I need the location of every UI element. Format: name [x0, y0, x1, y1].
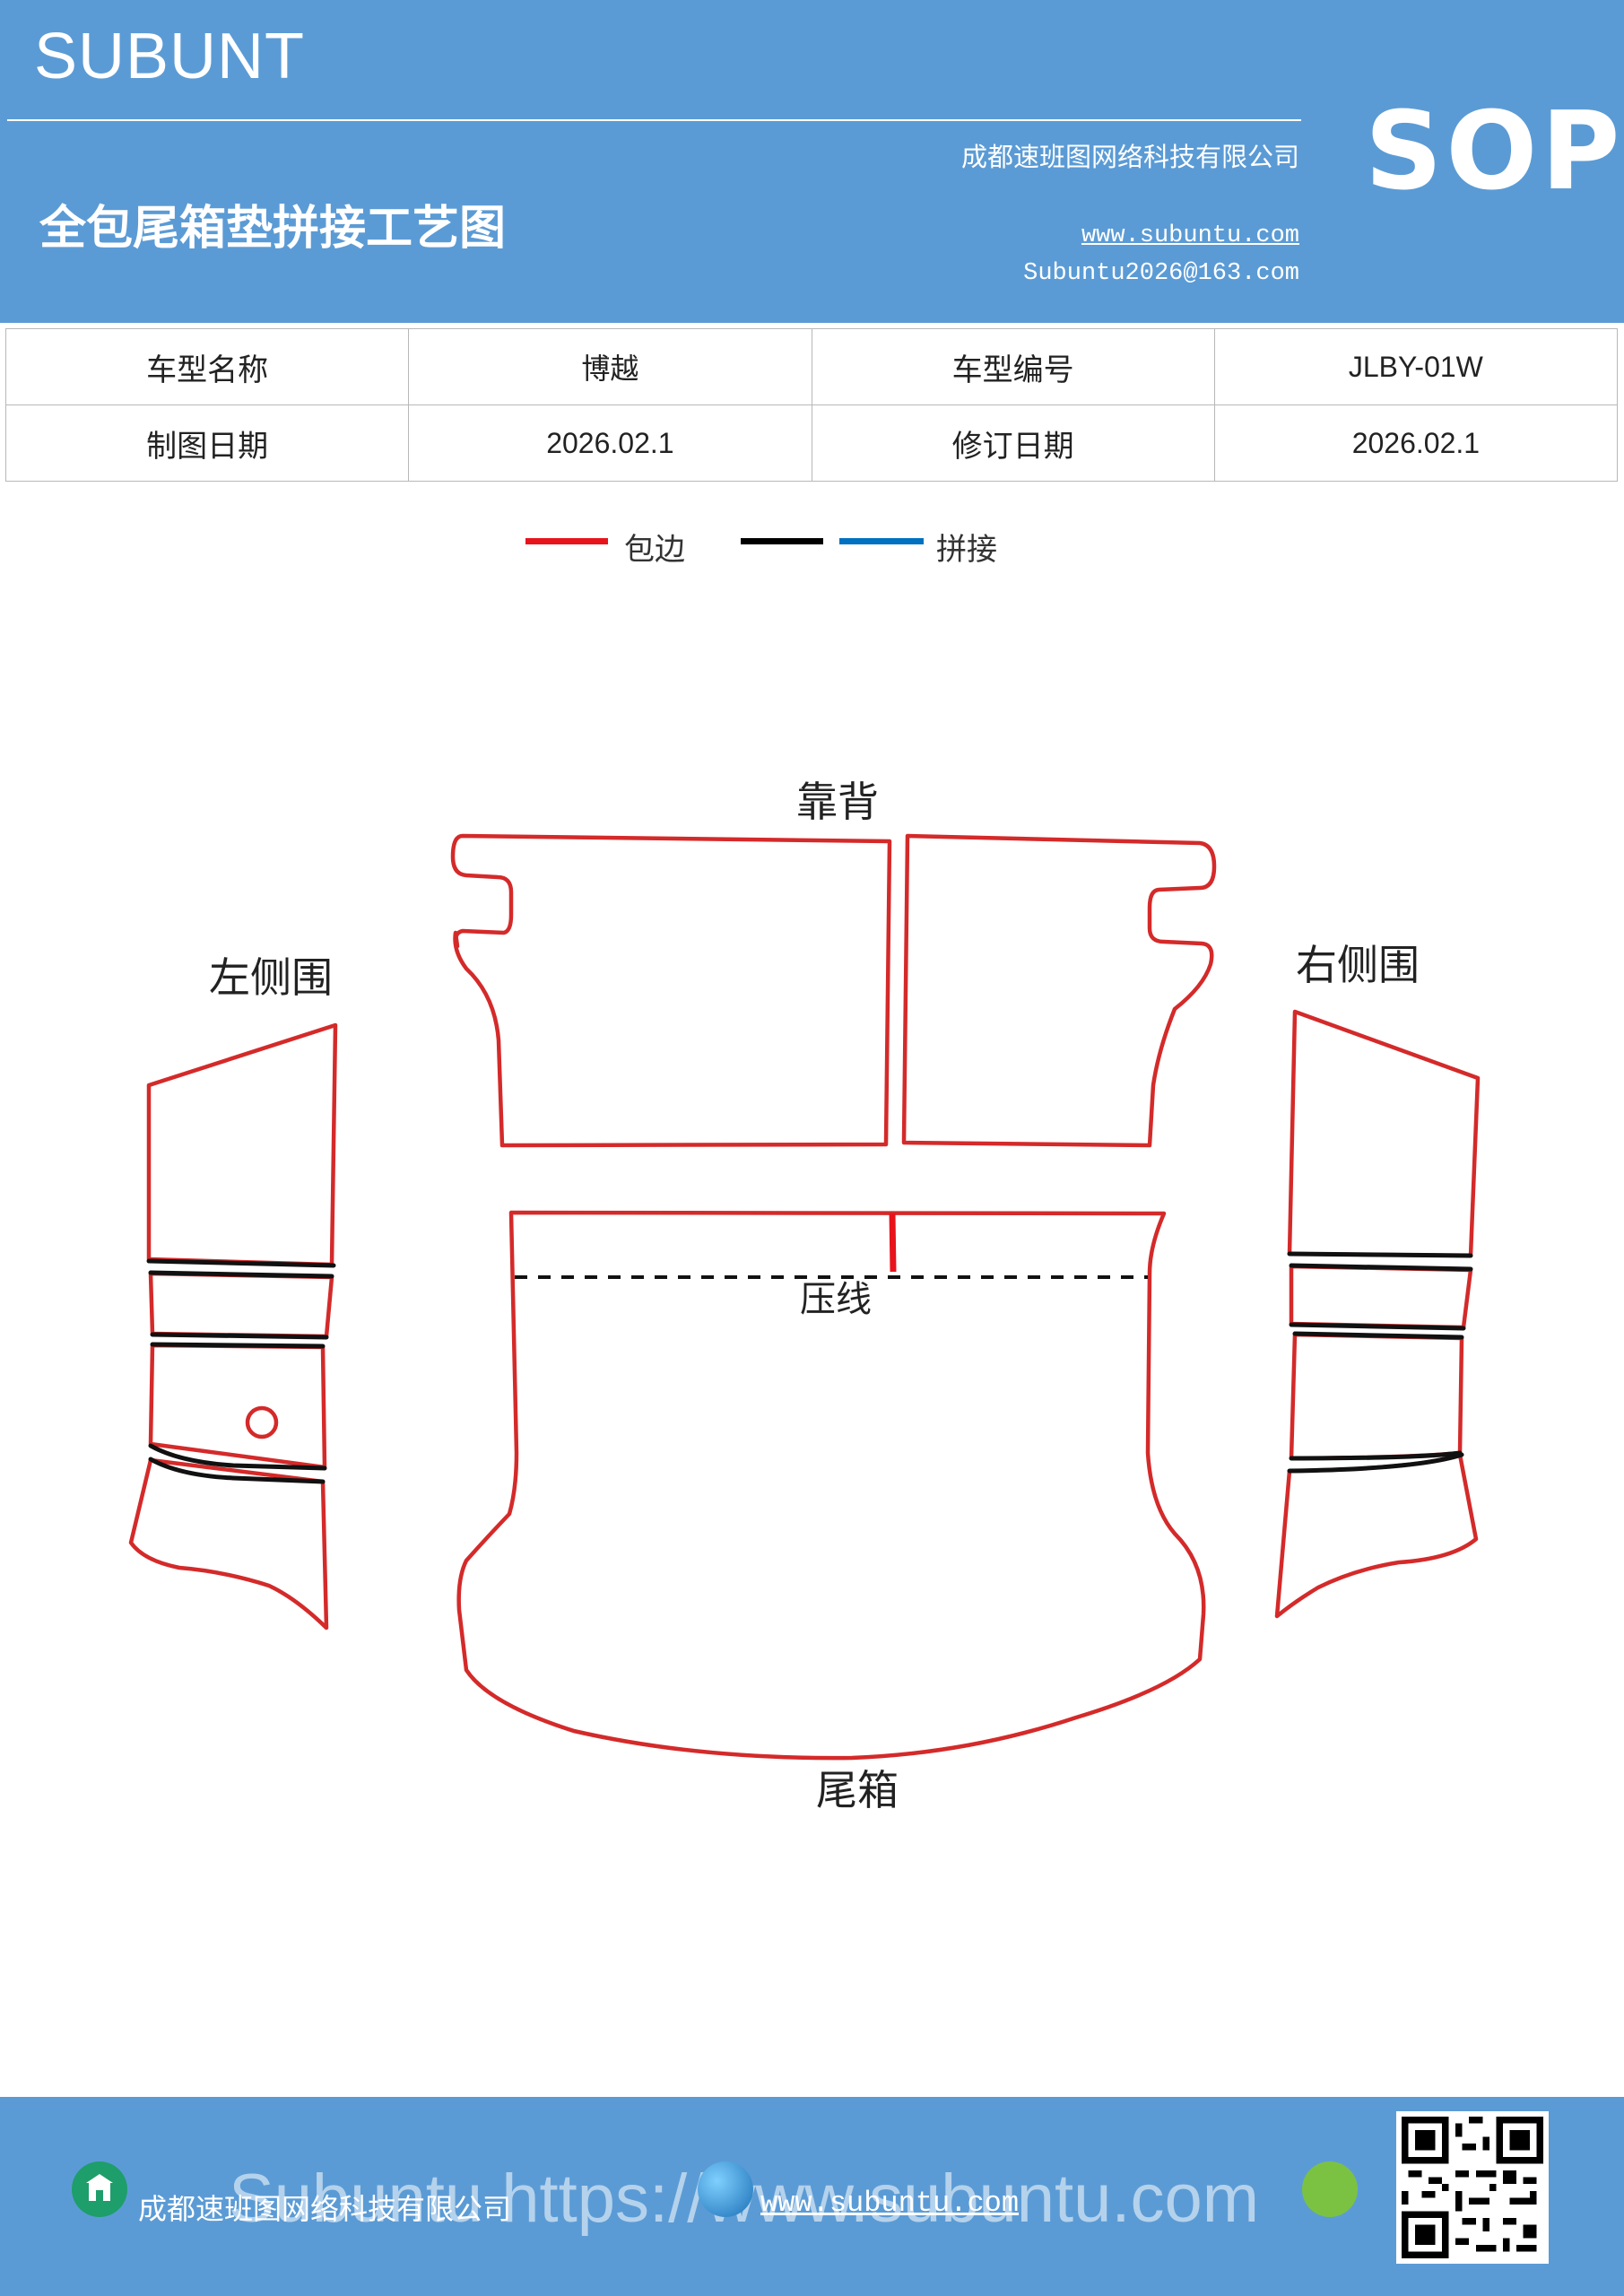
table-row: 车型名称 博越 车型编号 JLBY-01W [4, 328, 1619, 405]
model-name-label: 车型名称 [4, 328, 410, 405]
left-side-top-panel [146, 1022, 338, 1267]
company-name: 成都速班图网络科技有限公司 [960, 142, 1299, 172]
wechat-icon [1302, 2161, 1358, 2217]
footer-company: 成都速班图网络科技有限公司 [138, 2192, 512, 2226]
left-seam-2 [148, 1270, 334, 1279]
label-press-line: 压线 [800, 1279, 872, 1320]
label-left-side: 左侧围 [209, 953, 333, 1002]
legend: 包边 拼接 [0, 520, 1624, 574]
revision-date-label: 修订日期 [811, 404, 1215, 482]
label-backrest: 靠背 [796, 778, 879, 826]
right-seam-2 [1289, 1263, 1473, 1272]
model-code-value: JLBY-01W [1213, 328, 1619, 405]
right-seam-3 [1289, 1322, 1466, 1331]
right-side-strip-1 [1289, 1264, 1473, 1330]
qr-code [1396, 2111, 1549, 2264]
left-seam-6 [148, 1457, 326, 1484]
legend-label-edge: 包边 [624, 532, 685, 568]
right-side-top-panel [1287, 1009, 1481, 1258]
backrest-left-panel [450, 833, 892, 1148]
footer-website-link[interactable]: www.subuntu.com [760, 2187, 1020, 2220]
right-seam-1 [1287, 1251, 1473, 1258]
header-banner: SUBUNT 全包尾箱垫拼接工艺图 成都速班图网络科技有限公司 www.subu… [0, 0, 1624, 323]
left-side-bottom-panel [128, 1457, 329, 1631]
brand-name: SUBUNT [34, 21, 306, 92]
legend-swatch-edge [525, 538, 608, 544]
legend-swatch-seam [839, 538, 924, 544]
model-code-label: 车型编号 [811, 328, 1215, 405]
right-seam-4 [1292, 1331, 1464, 1340]
globe-icon [698, 2161, 753, 2217]
right-side-bottom-panel [1274, 1452, 1479, 1619]
right-seam-5 [1289, 1450, 1463, 1461]
left-seam-1 [146, 1258, 336, 1268]
label-trunk: 尾箱 [816, 1766, 899, 1814]
backrest-right-panel [901, 833, 1217, 1148]
left-seam-3 [150, 1332, 329, 1340]
revision-date-value: 2026.02.1 [1213, 404, 1619, 482]
trunk-floor-panel [456, 1210, 1206, 1761]
document-title: 全包尾箱垫拼接工艺图 [39, 201, 507, 256]
trunk-center-notch [889, 1213, 897, 1273]
vehicle-info-table: 车型名称 博越 车型编号 JLBY-01W 制图日期 2026.02.1 修订日… [4, 328, 1619, 482]
header-divider [7, 119, 1301, 121]
website-link[interactable]: www.subuntu.com [1081, 222, 1299, 249]
label-right-side: 右侧围 [1296, 941, 1420, 989]
left-seam-5 [148, 1443, 327, 1471]
building-icon [72, 2161, 127, 2217]
draw-date-value: 2026.02.1 [408, 404, 812, 482]
legend-swatch-black [741, 538, 823, 544]
footer-banner: Subuntu https://www.subuntu.com 成都速班图网络科… [0, 2097, 1624, 2296]
model-name-value: 博越 [408, 328, 812, 405]
left-side-hole [245, 1405, 279, 1439]
sop-badge: SOP [1365, 90, 1624, 214]
email-address: Subuntu2026@163.com [1023, 260, 1299, 287]
right-seam-6 [1287, 1452, 1464, 1474]
draw-date-label: 制图日期 [4, 404, 410, 482]
left-side-strip-1 [148, 1271, 334, 1339]
right-side-strip-2 [1289, 1332, 1464, 1461]
legend-label-seam: 拼接 [936, 532, 997, 568]
table-row: 制图日期 2026.02.1 修订日期 2026.02.1 [4, 404, 1619, 482]
left-side-strip-2 [148, 1343, 327, 1470]
left-seam-4 [150, 1342, 326, 1349]
